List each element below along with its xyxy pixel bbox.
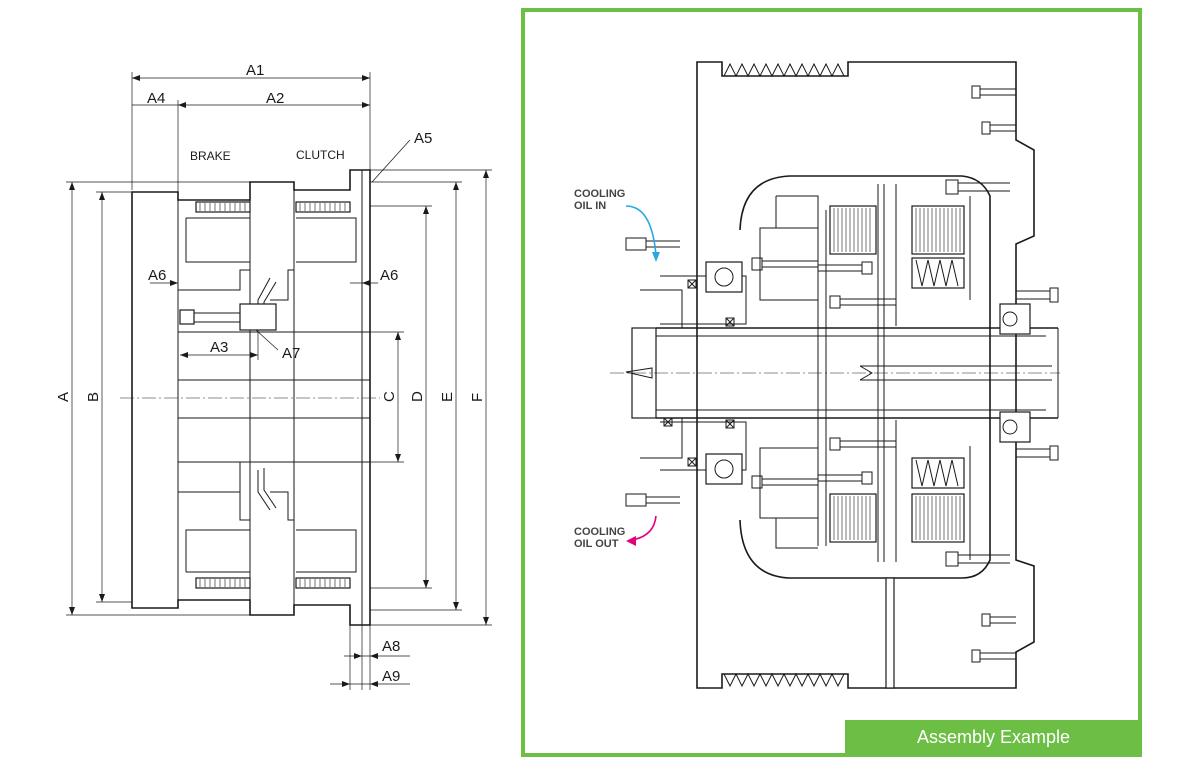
dim-b: B [85, 392, 102, 402]
dim-a6-right: A6 [380, 267, 398, 284]
label-brake: BRAKE [190, 149, 231, 163]
assembly-example-drawing: COOLING OIL IN COOLING OIL OUT [574, 61, 1060, 689]
dim-a6-left: A6 [148, 267, 166, 284]
dim-a5: A5 [414, 130, 432, 147]
dim-a3: A3 [210, 339, 228, 356]
dim-a9: A9 [382, 668, 400, 685]
dim-a: A [55, 392, 72, 402]
cooling-oil-in-label-line2: OIL IN [574, 200, 606, 212]
label-clutch: CLUTCH [296, 148, 345, 162]
dim-a8: A8 [382, 638, 400, 655]
clutch-brake-section-drawing: A1 A4 A2 A5 BRAKE CLUTCH A6 A6 A3 A7 A8 … [55, 62, 492, 690]
cooling-oil-out-label-line1: COOLING [574, 526, 625, 538]
assembly-frame [521, 8, 1142, 757]
dim-f: F [469, 393, 486, 402]
cooling-oil-in-label-line1: COOLING [574, 188, 625, 200]
dim-e: E [439, 392, 456, 402]
dim-a2: A2 [266, 90, 284, 107]
dim-d: D [409, 391, 426, 402]
dim-c: C [381, 391, 398, 402]
dim-a1: A1 [246, 62, 264, 79]
dim-a4: A4 [147, 90, 165, 107]
cooling-oil-out-label-line2: OIL OUT [574, 538, 619, 550]
dim-a7: A7 [282, 345, 300, 362]
assembly-example-caption: Assembly Example [845, 720, 1142, 754]
